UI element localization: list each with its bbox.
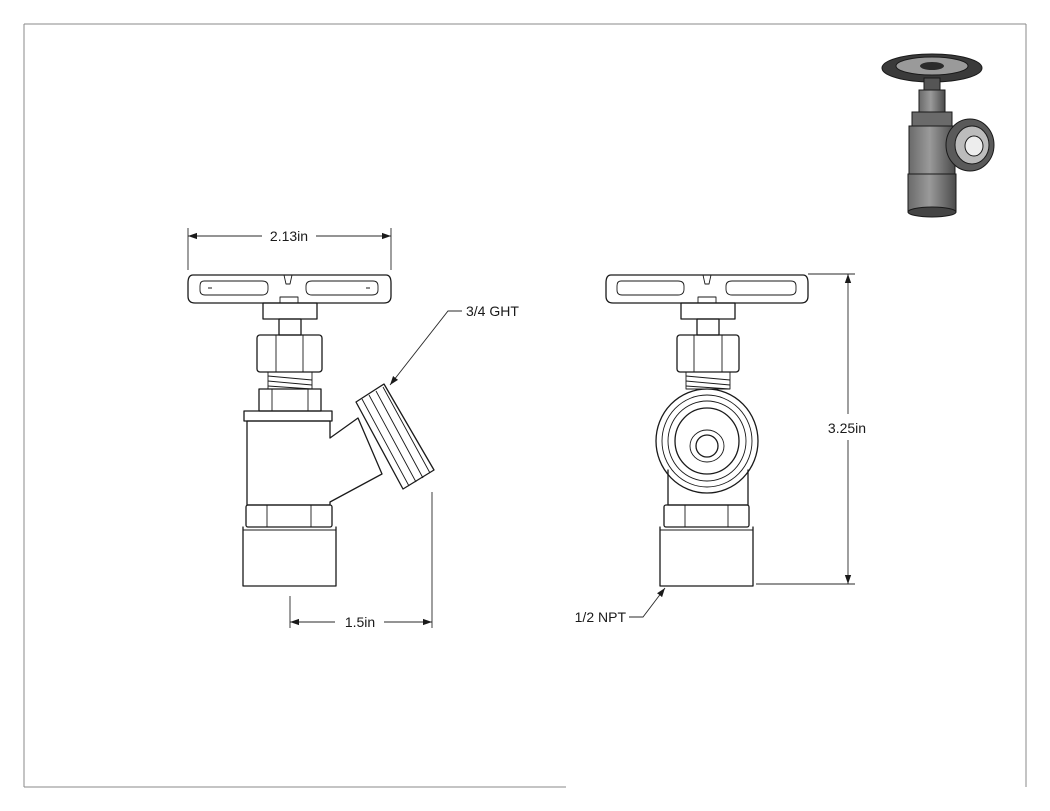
dimension-overall-height: 3.25in	[756, 273, 866, 585]
stem-threads	[267, 371, 313, 390]
handwheel-side	[605, 274, 809, 304]
callout-hose-thread: 3/4 GHT	[389, 303, 519, 386]
dimension-handle-width: 2.13in	[187, 228, 392, 270]
callout-pipe-thread: 1/2 NPT	[575, 587, 666, 625]
bonnet-nut	[256, 334, 323, 373]
dimension-overall-height-label: 3.25in	[828, 420, 866, 436]
pipe-nut	[245, 504, 333, 528]
sheet-border	[23, 23, 1027, 788]
handwheel	[187, 274, 392, 304]
bonnet-nut-side	[676, 334, 740, 373]
dimension-outlet-offset-label: 1.5in	[345, 614, 375, 630]
valve-side-view	[605, 274, 809, 587]
dimension-handle-width-label: 2.13in	[270, 228, 308, 244]
pipe-nut-side	[663, 504, 750, 528]
isometric-view	[881, 53, 995, 218]
hose-outlet-face	[655, 388, 759, 494]
dimension-outlet-offset: 1.5in	[289, 492, 433, 630]
valve-front-view	[187, 274, 435, 587]
callout-pipe-thread-label: 1/2 NPT	[575, 609, 627, 625]
valve-body	[246, 417, 383, 506]
stem-threads-side	[685, 371, 731, 390]
body-hex	[243, 388, 333, 422]
callout-hose-thread-label: 3/4 GHT	[466, 303, 519, 319]
hose-outlet	[355, 383, 435, 490]
